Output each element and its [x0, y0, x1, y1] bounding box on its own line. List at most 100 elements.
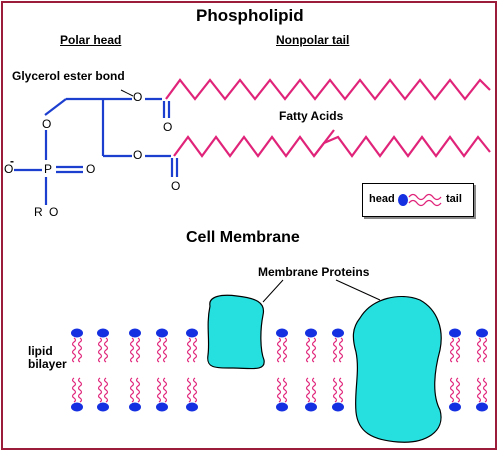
- lipid-tail: [305, 377, 311, 403]
- lipid-head: [186, 402, 198, 412]
- polar-head-label: Polar head: [60, 33, 122, 47]
- lipid-tail: [77, 377, 83, 403]
- lipid-tail: [71, 377, 77, 403]
- lipid-molecule: [276, 328, 288, 363]
- fatty-acids-label: Fatty Acids: [279, 109, 344, 123]
- lipid-molecule: [129, 328, 141, 363]
- lipid-tail: [482, 337, 488, 363]
- lipid-tail: [449, 377, 455, 403]
- lipid-molecule: [186, 328, 198, 363]
- lipid-tail: [311, 377, 317, 403]
- lipid-head: [476, 328, 488, 338]
- lipid-head: [276, 328, 288, 338]
- lipid-molecule: [449, 377, 461, 412]
- legend-box: [362, 183, 474, 217]
- lipid-molecule: [97, 328, 109, 363]
- lipid-bilayer-label: lipid bilayer: [28, 344, 67, 371]
- phosphate-oxygen-double: O: [86, 162, 96, 176]
- legend-tail-glyph: [408, 193, 442, 207]
- lipid-head: [129, 402, 141, 412]
- phosphate-oxygen-bottom: O: [49, 205, 59, 219]
- fatty-acid-kink: [313, 129, 335, 157]
- lipid-head: [449, 328, 461, 338]
- lipid-molecule: [186, 377, 198, 412]
- glycerol-ester-bond-label: Glycerol ester bond: [12, 69, 125, 83]
- lipid-molecule: [305, 377, 317, 412]
- lipid-tail: [332, 377, 338, 403]
- lipid-tail: [135, 337, 141, 363]
- lipid-molecule: [71, 377, 83, 412]
- lipid-head: [156, 328, 168, 338]
- lipid-head: [276, 402, 288, 412]
- legend-head-label: head: [369, 193, 395, 205]
- lipid-tail: [276, 377, 282, 403]
- lipid-tail: [282, 337, 288, 363]
- carbonyl-oxygen-bottom: O: [171, 179, 181, 193]
- fatty-acid-chain-top: [165, 78, 491, 101]
- lipid-tail: [129, 337, 135, 363]
- lipid-tail: [476, 337, 482, 363]
- lipid-tail: [103, 377, 109, 403]
- lipid-molecule: [332, 377, 344, 412]
- negative-charge: -: [10, 154, 14, 168]
- legend-head-glyph: [398, 194, 408, 206]
- lipid-tail: [455, 337, 461, 363]
- protein-pointer-large: [335, 279, 381, 301]
- title: Phospholipid: [196, 6, 304, 25]
- lipid-head: [332, 328, 344, 338]
- lipid-tail: [476, 377, 482, 403]
- fatty-acid-chain-bottom: [173, 135, 491, 158]
- lipid-molecule: [449, 328, 461, 363]
- lipid-tail: [97, 377, 103, 403]
- lipid-tail: [282, 377, 288, 403]
- lipid-tail: [338, 377, 344, 403]
- lipid-molecule: [97, 377, 109, 412]
- r-group: R: [34, 205, 43, 219]
- ester-oxygen-top: O: [133, 90, 143, 104]
- lipid-tail: [77, 337, 83, 363]
- ester-oxygen-bottom: O: [133, 148, 143, 162]
- nonpolar-tail-label: Nonpolar tail: [276, 33, 350, 47]
- lipid-head: [71, 402, 83, 412]
- lipid-tail: [482, 377, 488, 403]
- lipid-molecule: [332, 328, 344, 363]
- lipid-tail: [305, 337, 311, 363]
- lipid-head: [305, 402, 317, 412]
- lipid-head: [97, 328, 109, 338]
- carbonyl-oxygen-top: O: [163, 120, 173, 134]
- lipid-tail: [455, 377, 461, 403]
- lipid-molecule: [276, 377, 288, 412]
- lipid-tail: [162, 377, 168, 403]
- lipid-tail: [71, 337, 77, 363]
- lipid-tail: [103, 337, 109, 363]
- lipid-tail: [311, 337, 317, 363]
- membrane-protein-large: [352, 296, 442, 443]
- lipid-head: [449, 402, 461, 412]
- lipid-tail: [135, 377, 141, 403]
- lipid-head: [186, 328, 198, 338]
- lipid-head: [71, 328, 83, 338]
- membrane-protein-small: [207, 294, 265, 370]
- lipid-tail: [156, 337, 162, 363]
- lipid-tail: [192, 377, 198, 403]
- membrane-proteins-label: Membrane Proteins: [258, 265, 370, 279]
- lipid-head: [97, 402, 109, 412]
- lipid-tail: [156, 377, 162, 403]
- lipid-head: [476, 402, 488, 412]
- protein-pointer: [262, 279, 284, 303]
- lipid-tail: [186, 337, 192, 363]
- lipid-head: [156, 402, 168, 412]
- lipid-tail: [97, 337, 103, 363]
- legend-tail-label: tail: [446, 193, 462, 205]
- lipid-molecule: [156, 377, 168, 412]
- phosphate-oxygen-negative: O: [4, 162, 14, 176]
- phosphate-oxygen-top: O: [42, 117, 52, 131]
- glycerol-pointer: [120, 89, 134, 97]
- lipid-bilayer: [71, 328, 488, 412]
- lipid-tail: [332, 337, 338, 363]
- lipid-molecule: [129, 377, 141, 412]
- lipid-head: [332, 402, 344, 412]
- lipid-molecule: [476, 328, 488, 363]
